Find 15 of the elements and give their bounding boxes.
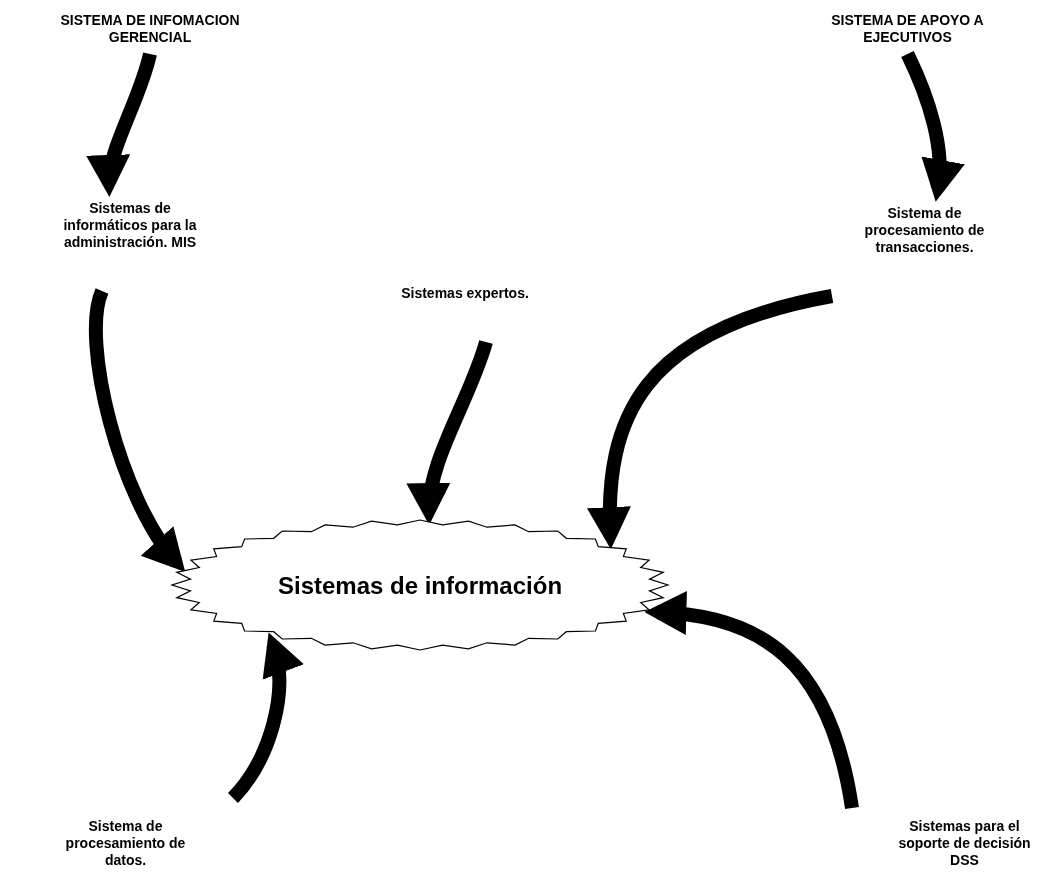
- starburst-shape: [170, 518, 670, 652]
- node-label: Sistemas de informáticos para la administración. MIS: [60, 200, 200, 251]
- node-label: SISTEMA DE INFOMACION GERENCIAL: [40, 12, 260, 46]
- node-label: Sistemas para el soporte de decisión DSS: [892, 818, 1037, 869]
- curved-arrow: [88, 52, 157, 197]
- node-label: Sistemas expertos.: [360, 285, 570, 302]
- node-label: SISTEMA DE APOYO A EJECUTIVOS: [795, 12, 1020, 46]
- center-title: Sistemas de información: [276, 570, 564, 600]
- curved-arrow: [644, 592, 859, 810]
- curved-arrow: [227, 632, 303, 803]
- curved-arrow: [901, 51, 964, 202]
- curved-arrow: [88, 289, 185, 573]
- curved-arrow: [587, 289, 834, 550]
- node-label: Sistema de procesamiento de transacciones.: [857, 205, 992, 256]
- node-label: Sistema de procesamiento de datos.: [58, 818, 193, 869]
